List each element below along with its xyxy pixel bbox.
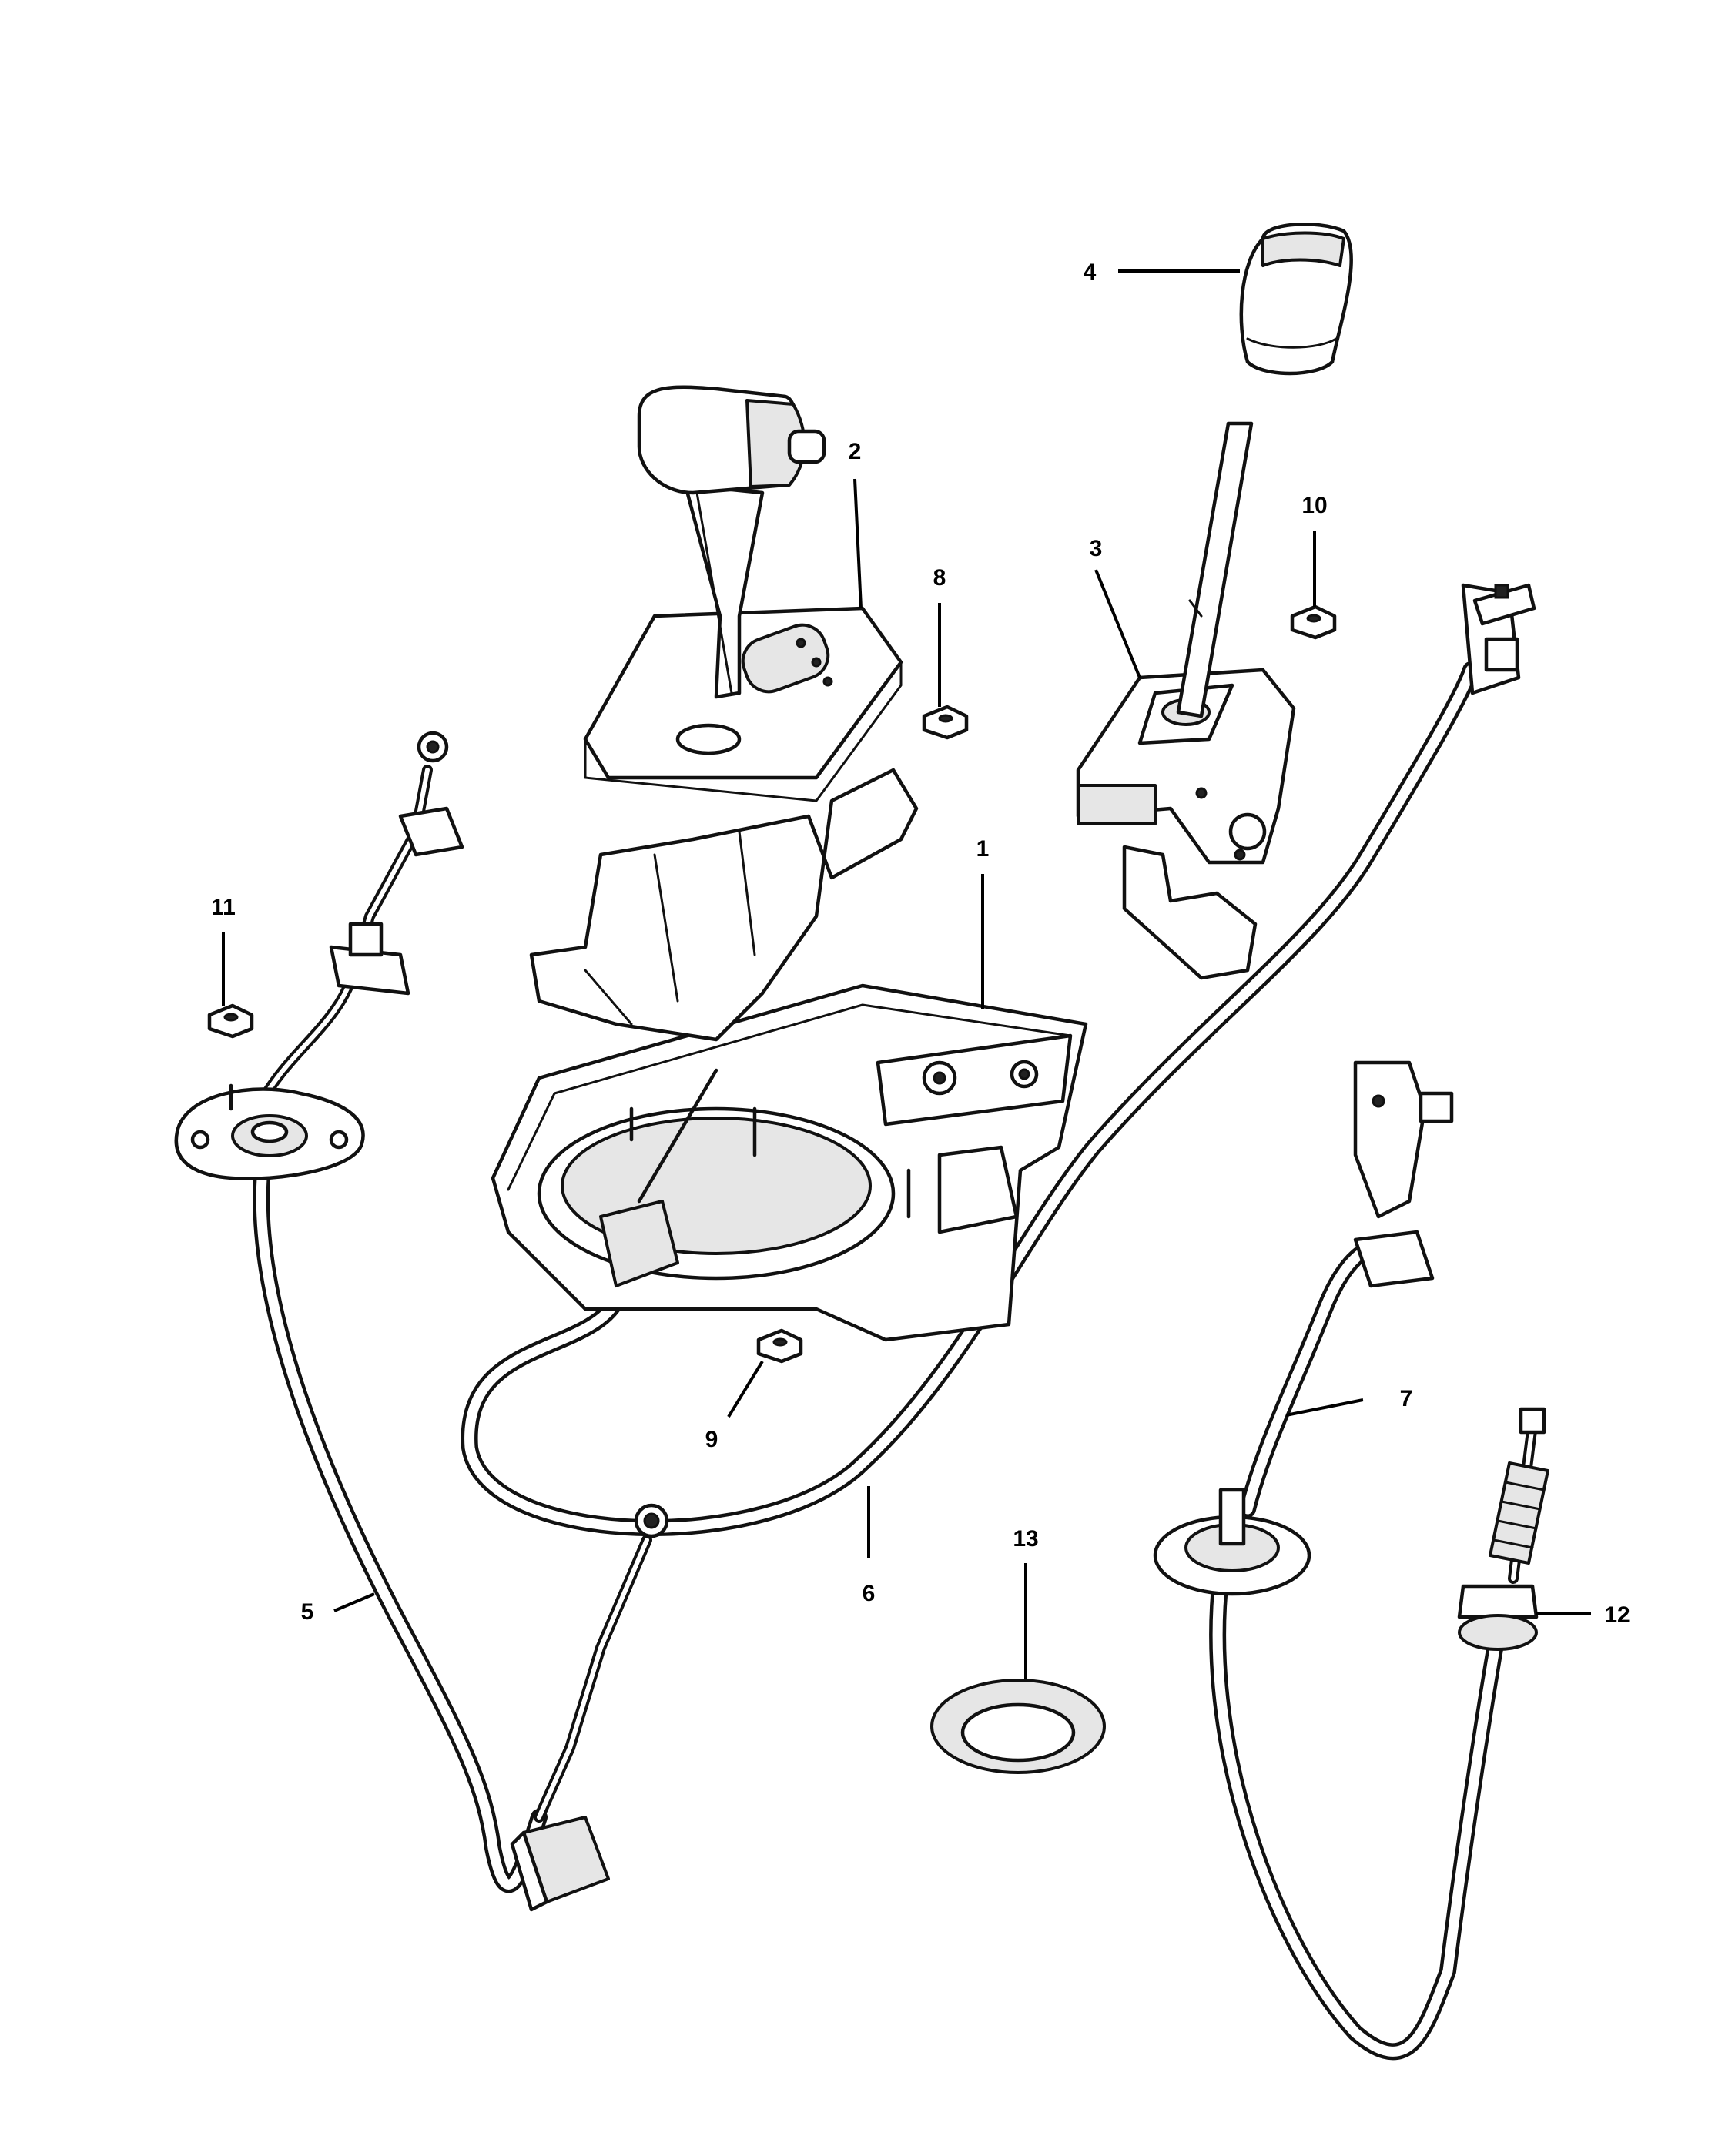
callout-1: 1 xyxy=(976,836,990,862)
callout-5: 5 xyxy=(301,1599,314,1625)
callout-12: 12 xyxy=(1604,1602,1630,1628)
leader-9 xyxy=(727,1360,764,1418)
callout-11: 11 xyxy=(211,895,236,920)
callout-9: 9 xyxy=(705,1427,718,1452)
leader-2 xyxy=(853,478,862,609)
callout-labels: 1 2 3 4 5 6 7 8 9 10 11 12 13 xyxy=(211,259,1630,1628)
callout-2: 2 xyxy=(849,439,862,464)
part-9-nut xyxy=(756,1328,803,1364)
part-5-shift-cable xyxy=(174,731,669,1912)
part-2-automatic-shifter xyxy=(529,385,919,1042)
callout-8: 8 xyxy=(933,565,946,591)
callout-leaders xyxy=(222,270,1591,1679)
part-10-nut xyxy=(1290,604,1337,640)
part-7-shift-cable xyxy=(1153,1060,1510,2061)
part-1-base-bracket xyxy=(491,983,1088,1342)
callout-3: 3 xyxy=(1090,536,1103,561)
part-6-shift-cable xyxy=(461,583,1536,1537)
part-4-shift-knob xyxy=(1239,223,1353,376)
callout-4: 4 xyxy=(1084,259,1097,285)
leader-5 xyxy=(333,1592,375,1612)
callout-10: 10 xyxy=(1301,493,1327,518)
leader-3 xyxy=(1094,569,1141,678)
part-12-shift-cable xyxy=(1457,1407,1549,1651)
callout-6: 6 xyxy=(862,1581,876,1606)
part-11-nut xyxy=(207,1003,254,1039)
part-3-manual-shifter xyxy=(1076,421,1296,980)
part-13-ring xyxy=(930,1679,1106,1774)
leader-7 xyxy=(1285,1398,1364,1417)
part-8-nut xyxy=(922,705,969,740)
callout-7: 7 xyxy=(1400,1386,1413,1411)
callout-13: 13 xyxy=(1013,1526,1038,1552)
